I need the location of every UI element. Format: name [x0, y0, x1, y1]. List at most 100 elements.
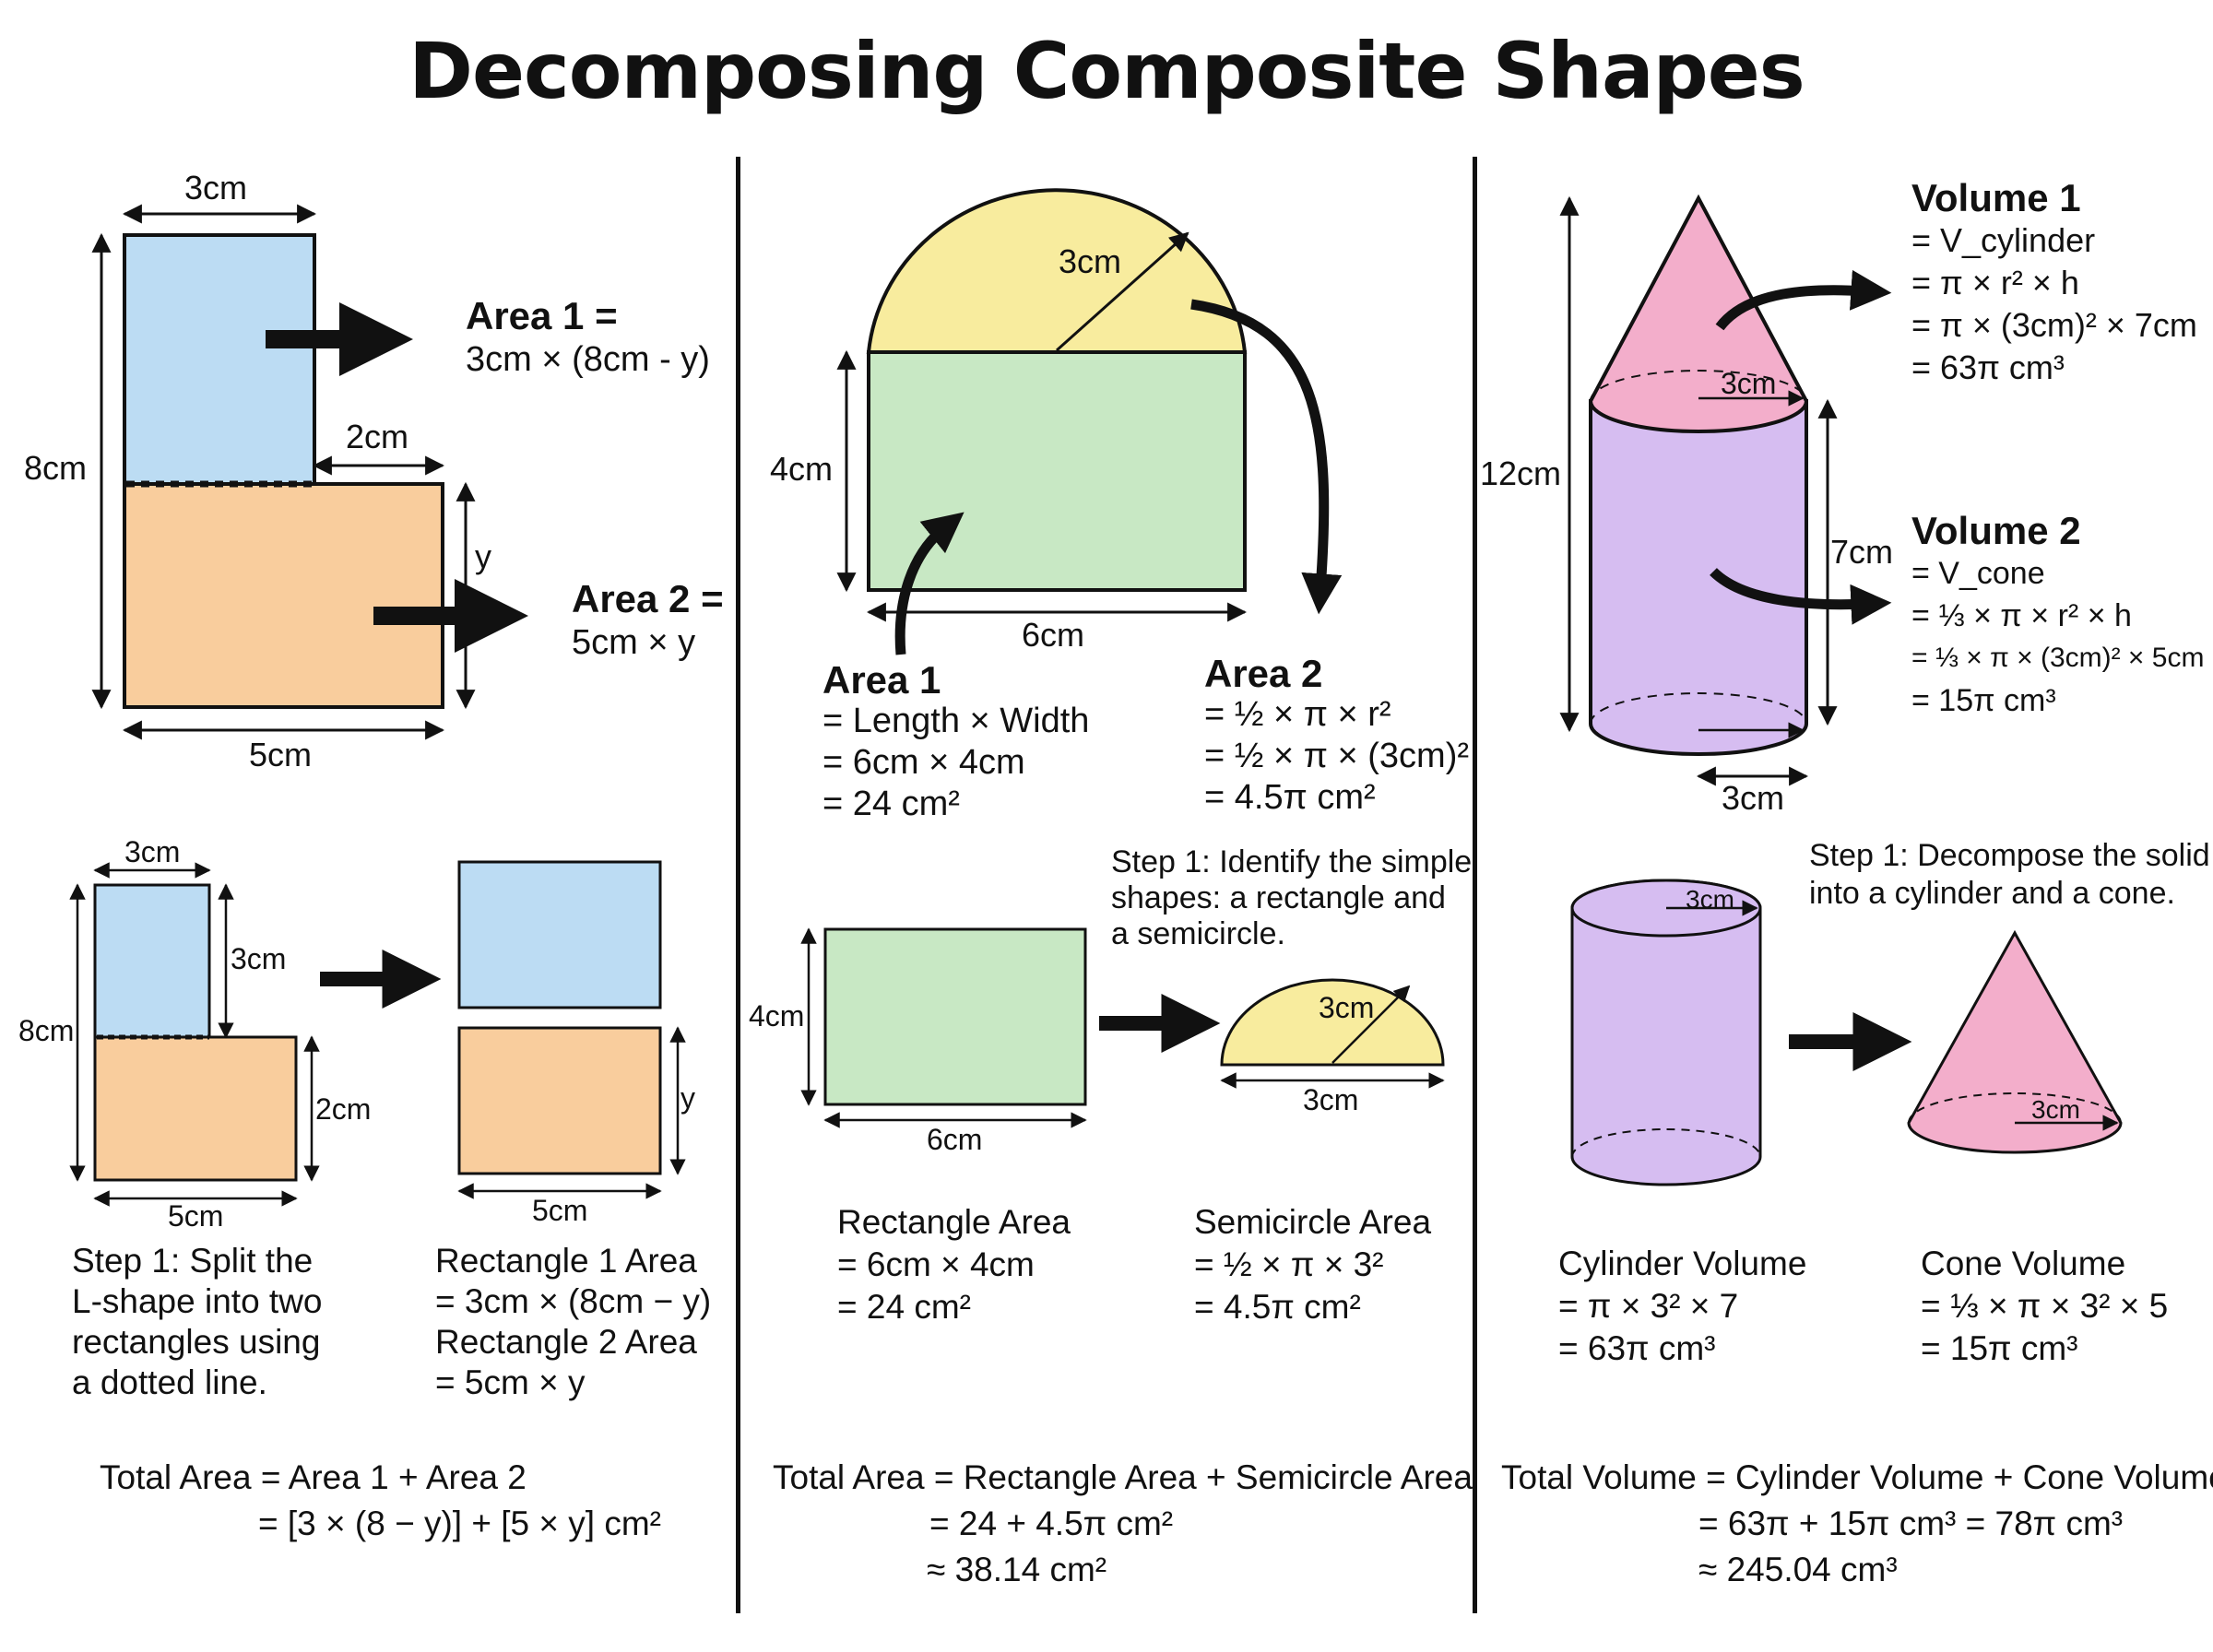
curved-arrow-area1 — [894, 512, 964, 655]
step-p1-line-3: rectangles using — [72, 1323, 321, 1361]
l-shape-lower-rect — [123, 482, 444, 709]
volume2-line-3: = ⅓ × π × (3cm)² × 5cm — [1911, 643, 2205, 673]
label-radius-top: 3cm — [1059, 242, 1122, 280]
volume1-line-3: = π × (3cm)² × 7cm — [1911, 306, 2197, 344]
small-cone-base-dashed — [1908, 1092, 2122, 1124]
split-rect-1 — [457, 860, 662, 1009]
area2-p2-block: Area 2 = ½ × π × r² = ½ × π × (3cm)² = 4… — [1204, 653, 1469, 819]
cone-line-1: Cone Volume — [1921, 1245, 2126, 1282]
small-l-lower-rect — [93, 1035, 298, 1182]
label-rect-width: 6cm — [1022, 616, 1085, 654]
rect-line-4: = 5cm × y — [435, 1363, 586, 1401]
l-shape-upper-rect — [123, 233, 316, 486]
label-y: y — [475, 537, 491, 575]
area2-p2-line-1: = ½ × π × r² — [1204, 695, 1391, 734]
cone-body — [1588, 194, 1809, 433]
step-text-p3: Step 1: Decompose the solid into a cylin… — [1809, 837, 2210, 913]
total-p2-line1: Total Area = Rectangle Area + Semicircle… — [773, 1458, 1473, 1496]
cylinder-bottom-dashed — [1590, 692, 1807, 725]
step-p2-line-2: shapes: a rectangle and — [1111, 880, 1446, 915]
volume2-title: Volume 2 — [1911, 509, 2081, 552]
rect-line-3: Rectangle 2 Area — [435, 1323, 697, 1361]
small-l-upper-rect — [93, 883, 211, 1039]
small-cyl-label-radius: 3cm — [1686, 885, 1734, 914]
small-label-bottom: 5cm — [168, 1199, 224, 1233]
cone-volume-text: Cone Volume = ⅓ × π × 3² × 5 = 15π cm³ — [1921, 1243, 2168, 1370]
area2-p2-line-2: = ½ × π × (3cm)² — [1204, 737, 1470, 775]
split-label-width: 5cm — [532, 1194, 588, 1227]
rect-line-1: Rectangle 1 Area — [435, 1242, 697, 1280]
rect-p2-line-1: Rectangle Area — [837, 1203, 1071, 1241]
area1-p2-line-3: = 24 cm² — [822, 785, 960, 823]
cone-base-dashed — [1590, 370, 1807, 402]
area2-title: Area 2 = — [572, 577, 724, 620]
cyl-line-2: = π × 3² × 7 — [1558, 1287, 1739, 1325]
small-cone-label-radius: 3cm — [2031, 1095, 2080, 1124]
area1-title: Area 1 = — [466, 294, 618, 337]
step-p3-line-2: into a cylinder and a cone. — [1809, 876, 2175, 911]
label-cone-radius: 3cm — [1721, 367, 1777, 400]
curved-arrow-volume2 — [1710, 567, 1892, 625]
area1-p2-line-2: = 6cm × 4cm — [822, 743, 1025, 782]
curved-arrow-area2 — [1190, 299, 1343, 615]
l-shape-top — [123, 233, 444, 709]
total-p2-line3: ≈ 38.14 cm² — [927, 1551, 1107, 1588]
small-label-upper: 3cm — [231, 942, 287, 975]
cone-line-2: = ⅓ × π × 3² × 5 — [1921, 1287, 2169, 1325]
rect-p2-line-2: = 6cm × 4cm — [837, 1245, 1035, 1283]
small-rectangle — [823, 927, 1087, 1106]
volume2-line-1: = V_cone — [1911, 556, 2045, 591]
semi-p2-line-3: = 4.5π cm² — [1194, 1288, 1361, 1326]
label-bottom-width: 5cm — [249, 736, 313, 773]
step-p1-line-2: L-shape into two — [72, 1282, 323, 1320]
cyl-volume-text: Cylinder Volume = π × 3² × 7 = 63π cm³ — [1558, 1243, 1806, 1370]
rect-area-p2-text: Rectangle Area = 6cm × 4cm = 24 cm² — [837, 1201, 1071, 1328]
cyl-line-1: Cylinder Volume — [1558, 1245, 1807, 1282]
semi-area-p2-text: Semicircle Area = ½ × π × 3² = 4.5π cm² — [1194, 1201, 1431, 1328]
step-text-p2: Step 1: Identify the simple shapes: a re… — [1111, 844, 1472, 952]
step-text-p1: Step 1: Split the L-shape into two recta… — [72, 1241, 323, 1403]
small-semi-label-radius: 3cm — [1319, 991, 1375, 1024]
area2-p2-title: Area 2 — [1204, 652, 1323, 695]
small-label-height: 8cm — [18, 1014, 75, 1047]
total-p3-line2: = 63π + 15π cm³ = 78π cm³ — [1698, 1504, 2124, 1542]
small-rect-label-width: 6cm — [927, 1123, 983, 1156]
label-step-width: 2cm — [346, 418, 409, 455]
area1-block: Area 1 = 3cm × (8cm - y) — [466, 293, 710, 382]
label-height: 8cm — [24, 449, 88, 487]
radius-arrow-top — [1056, 231, 1189, 352]
step-p2-line-3: a semicircle. — [1111, 916, 1285, 951]
cone-line-3: = 15π cm³ — [1921, 1329, 2078, 1367]
page-title: Decomposing Composite Shapes — [408, 26, 1805, 116]
total-p1-line1: Total Area = Area 1 + Area 2 — [100, 1458, 527, 1496]
volume1-title: Volume 1 — [1911, 176, 2081, 219]
rect-p2-line-3: = 24 cm² — [837, 1288, 971, 1326]
small-label-top: 3cm — [124, 835, 181, 868]
volume1-line-4: = 63π cm³ — [1911, 348, 2065, 386]
step-p1-line-1: Step 1: Split the — [72, 1242, 314, 1280]
small-cone — [1907, 929, 2123, 1154]
small-semi-radius — [1331, 985, 1411, 1064]
label-base: 3cm — [1722, 779, 1785, 817]
rect-line-2: = 3cm × (8cm − y) — [435, 1282, 712, 1320]
cyl-line-3: = 63π cm³ — [1558, 1329, 1716, 1367]
area1-formula: 3cm × (8cm - y) — [466, 340, 710, 380]
volume2-line-4: = 15π cm³ — [1911, 683, 2056, 718]
area2-p2-line-3: = 4.5π cm² — [1204, 778, 1376, 817]
split-rect-2 — [457, 1026, 662, 1175]
small-label-lower: 2cm — [315, 1092, 372, 1126]
step-p1-line-4: a dotted line. — [72, 1363, 267, 1401]
volume1-line-1: = V_cylinder — [1911, 221, 2096, 259]
rect-areas-text: Rectangle 1 Area = 3cm × (8cm − y) Recta… — [435, 1241, 711, 1403]
step-p3-line-1: Step 1: Decompose the solid — [1809, 838, 2210, 873]
label-cyl-height: 7cm — [1830, 533, 1894, 571]
area1-p2-title: Area 1 — [822, 658, 941, 702]
total-p3-line3: ≈ 245.04 cm³ — [1698, 1551, 1898, 1588]
area1-p2-block: Area 1 = Length × Width = 6cm × 4cm = 24… — [822, 659, 1089, 825]
divider-left — [736, 157, 740, 1613]
small-semicircle — [1220, 978, 1445, 1067]
total-p2-line2: = 24 + 4.5π cm² — [929, 1504, 1174, 1542]
volume1-block: Volume 1 = V_cylinder = π × r² × h = π ×… — [1911, 177, 2197, 389]
area2-block: Area 2 = 5cm × y — [572, 576, 724, 665]
